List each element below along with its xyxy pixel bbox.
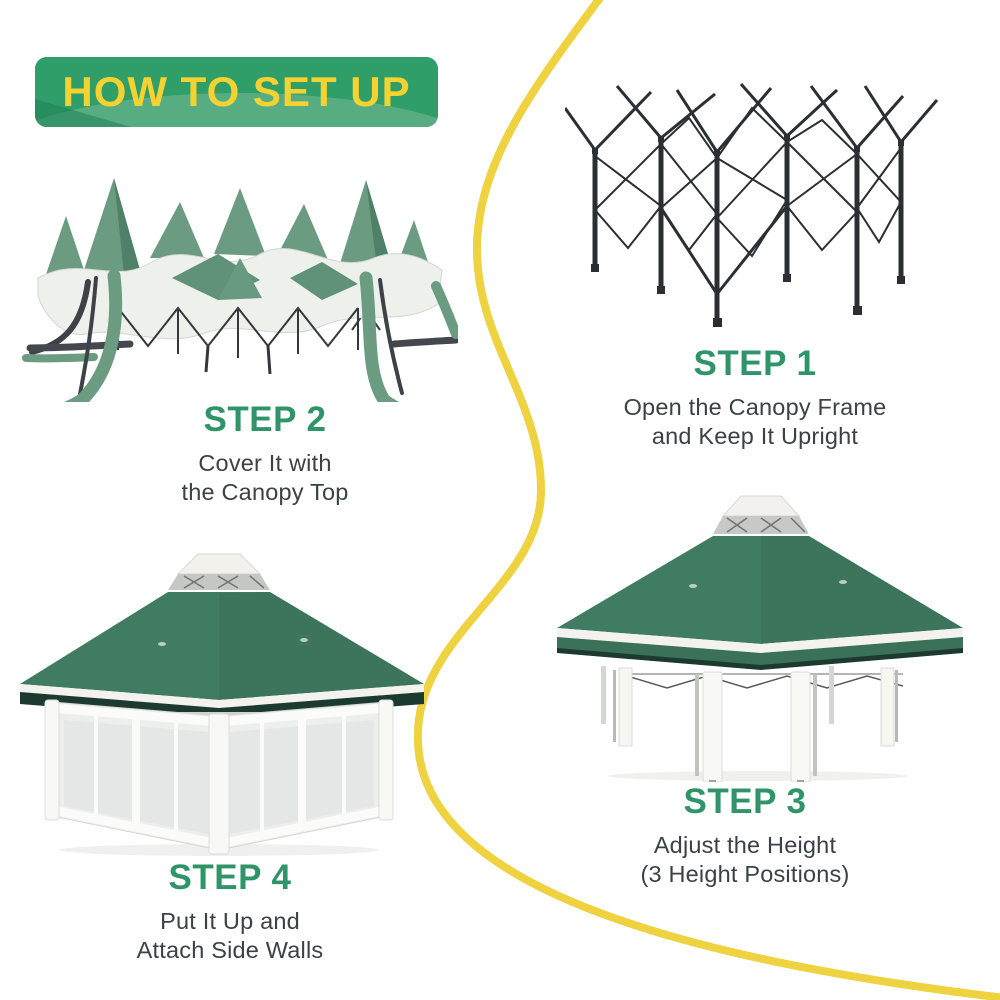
frame-zigzag xyxy=(117,306,359,375)
roof-vent-cap xyxy=(713,495,809,534)
step1-line-2: and Keep It Upright xyxy=(651,423,859,450)
step3-text-block: STEP 3 Adjust the Height (3 Height Posit… xyxy=(545,782,945,889)
scissor-braces xyxy=(594,106,902,295)
step2-title: STEP 2 xyxy=(203,400,327,439)
step3-line-1: Adjust the Height xyxy=(653,832,837,858)
step3-line-2: (3 Height Positions) xyxy=(640,861,850,888)
frame-feet xyxy=(591,134,905,327)
mesh-side-walls xyxy=(51,701,387,851)
step1-line-1: Open the Canopy Frame xyxy=(623,394,887,420)
roof-vent-cap xyxy=(168,553,270,590)
step4-title: STEP 4 xyxy=(168,858,292,897)
step2-text-block: STEP 2 Cover It with the Canopy Top xyxy=(65,400,465,507)
roof-spokes xyxy=(565,83,939,153)
step1-collapsed-frame-illustration xyxy=(565,83,939,327)
hanging-straps xyxy=(22,269,458,402)
green-fabric-folds xyxy=(172,254,358,300)
step4-gazebo-walls-illustration xyxy=(20,553,424,856)
step4-line-1: Put It Up and xyxy=(160,908,300,934)
step4-text-block: STEP 4 Put It Up and Attach Side Walls xyxy=(30,858,430,965)
ground-shadow xyxy=(608,771,908,781)
corner-posts xyxy=(44,699,394,855)
title-banner: HOW TO SET UP xyxy=(35,57,438,127)
step2-draped-canopy-illustration xyxy=(22,178,458,402)
page-title: HOW TO SET UP xyxy=(62,68,411,115)
frame-legs xyxy=(592,136,904,318)
banner-background xyxy=(35,57,438,127)
main-roof xyxy=(20,592,424,720)
step4-line-2: Attach Side Walls xyxy=(136,937,324,964)
step3-title: STEP 3 xyxy=(683,782,807,821)
under-roof-truss xyxy=(626,673,904,689)
main-roof xyxy=(557,536,963,670)
step1-text-block: STEP 1 Open the Canopy Frame and Keep It… xyxy=(555,344,955,451)
step3-gazebo-illustration xyxy=(557,495,963,782)
step2-line-1: Cover It with xyxy=(198,450,332,476)
gazebo-posts xyxy=(601,666,898,782)
step2-line-2: the Canopy Top xyxy=(181,479,349,506)
step1-title: STEP 1 xyxy=(693,344,817,383)
